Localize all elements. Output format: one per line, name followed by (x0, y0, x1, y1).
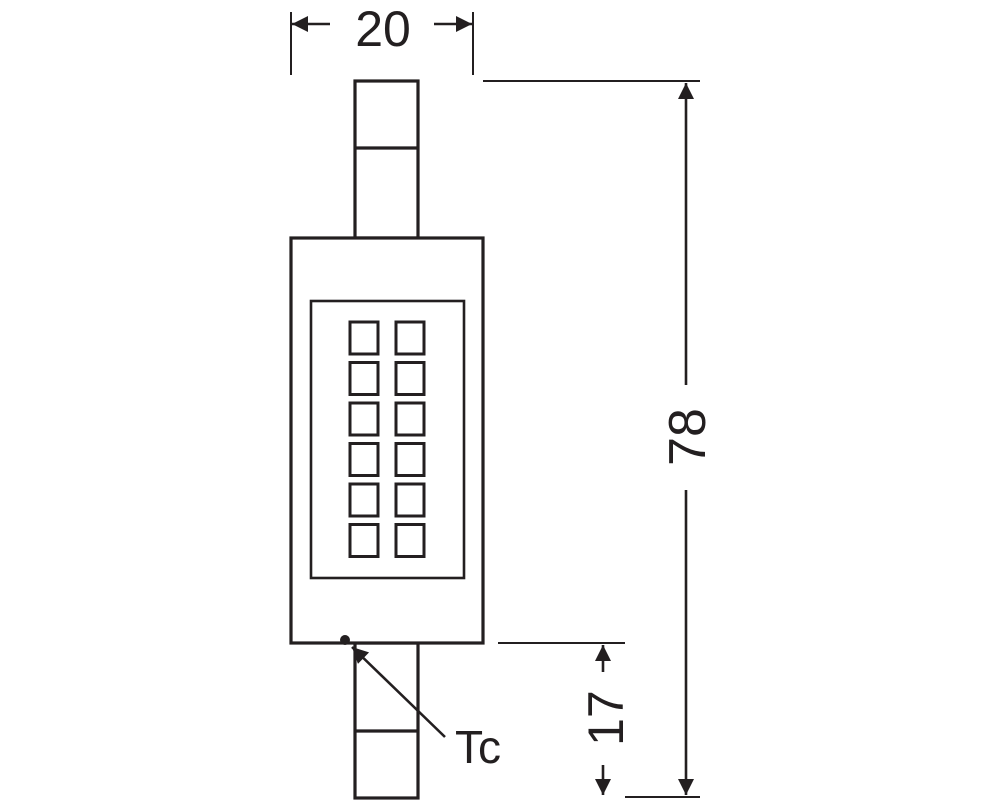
led-chip-grid (348, 320, 426, 558)
lamp-body (289, 236, 485, 645)
led-chip (394, 482, 426, 518)
led-chip (394, 523, 426, 558)
led-chip (394, 361, 426, 396)
led-chip (348, 320, 380, 356)
total-length-label: 78 (659, 408, 717, 466)
tc-leader-line (351, 646, 446, 738)
led-chip (394, 320, 426, 356)
lower-length-label: 17 (578, 690, 634, 746)
led-chip (348, 401, 380, 437)
led-chip (348, 482, 380, 518)
width-dimension-label: 20 (355, 1, 411, 57)
led-window (309, 299, 466, 580)
tc-measurement-point (340, 635, 350, 645)
led-chip (348, 361, 380, 396)
bottom-pin (353, 641, 420, 800)
led-chip (348, 442, 380, 477)
tc-label: Tc (455, 721, 501, 773)
led-chip (394, 442, 426, 477)
led-chip (348, 523, 380, 558)
top-pin (353, 79, 420, 240)
led-chip (394, 401, 426, 437)
